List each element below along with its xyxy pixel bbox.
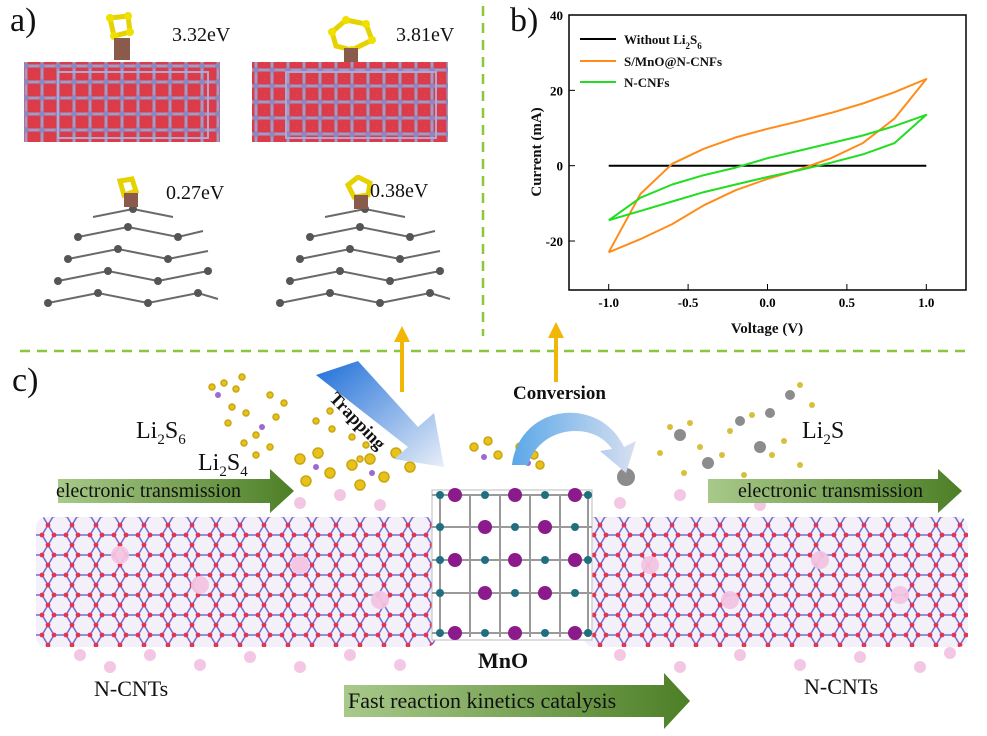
conversion-arrow (512, 412, 636, 473)
nanotube-right (584, 517, 968, 647)
fast-kinetics-label: Fast reaction kinetics catalysis (348, 688, 617, 713)
y-tick-label: -20 (546, 234, 563, 249)
legend-label-smno: S/MnO@N-CNFs (624, 54, 722, 69)
legend-label-without: Without Li2S6 (624, 32, 702, 51)
y-tick-label: 0 (557, 159, 564, 174)
y-tick-label: 40 (550, 8, 563, 23)
li2s-molecules (617, 382, 815, 486)
chart-legend: Without Li2S6 S/MnO@N-CNFs N-CNFs (580, 32, 722, 90)
mno-label: MnO (478, 648, 529, 673)
x-axis-label: Voltage (V) (731, 321, 803, 337)
legend-label-ncnfs: N-CNFs (624, 75, 670, 90)
fast-kinetics-arrow (344, 673, 690, 729)
mno-crystal (431, 488, 593, 641)
x-tick-label: -1.0 (598, 295, 619, 310)
polysulfide-molecules (208, 373, 545, 491)
arrow-to-panel-a (394, 326, 410, 392)
arrow-to-panel-b (548, 322, 564, 382)
ncnts-right-label: N-CNTs (804, 674, 879, 699)
binding-energy-1: 3.32eV (172, 24, 231, 46)
electronic-transmission-left: electronic transmission (56, 480, 241, 502)
y-axis-label: Current (mA) (529, 107, 545, 196)
x-tick-label: 1.0 (918, 295, 934, 310)
mno-slab-structure-1 (24, 12, 220, 142)
panel-label-b: b) (510, 2, 539, 39)
x-tick-label: -0.5 (678, 295, 699, 310)
li2s-label: Li2S (802, 418, 845, 448)
electronic-arrow-right (708, 469, 962, 513)
x-tick-label: 0.0 (759, 295, 775, 310)
electronic-transmission-right: electronic transmission (738, 480, 923, 502)
binding-energy-2: 3.81eV (396, 24, 455, 46)
binding-energy-3: 0.27eV (166, 182, 225, 204)
panel-label-c: c) (12, 362, 39, 399)
conversion-label: Conversion (513, 383, 606, 404)
nanotube-left (36, 517, 436, 647)
carbon-layer-structure-1 (44, 176, 219, 307)
li2s6-label: Li2S6 (136, 418, 186, 448)
x-tick-label: 0.5 (839, 295, 856, 310)
cv-chart: -1.0 -0.5 0.0 0.5 1.0 -20 0 20 40 Current (mA) V… (529, 8, 967, 337)
ncnts-left-label: N-CNTs (94, 676, 169, 701)
series-smno-ncnfs (607, 78, 928, 254)
li2s4-label: Li2S4 (198, 450, 248, 480)
trapping-arrow (316, 361, 444, 467)
y-tick-label: 20 (550, 83, 563, 98)
carbon-layer-structure-2 (276, 175, 451, 307)
series-ncnfs (608, 113, 928, 222)
li-ion-spheres (74, 489, 956, 673)
mno-slab-structure-2 (252, 16, 448, 142)
panel-label-a: a) (10, 2, 37, 39)
panel-c-scene (36, 361, 968, 729)
electronic-arrow-left (58, 469, 294, 513)
binding-energy-4: 0.38eV (370, 180, 429, 202)
